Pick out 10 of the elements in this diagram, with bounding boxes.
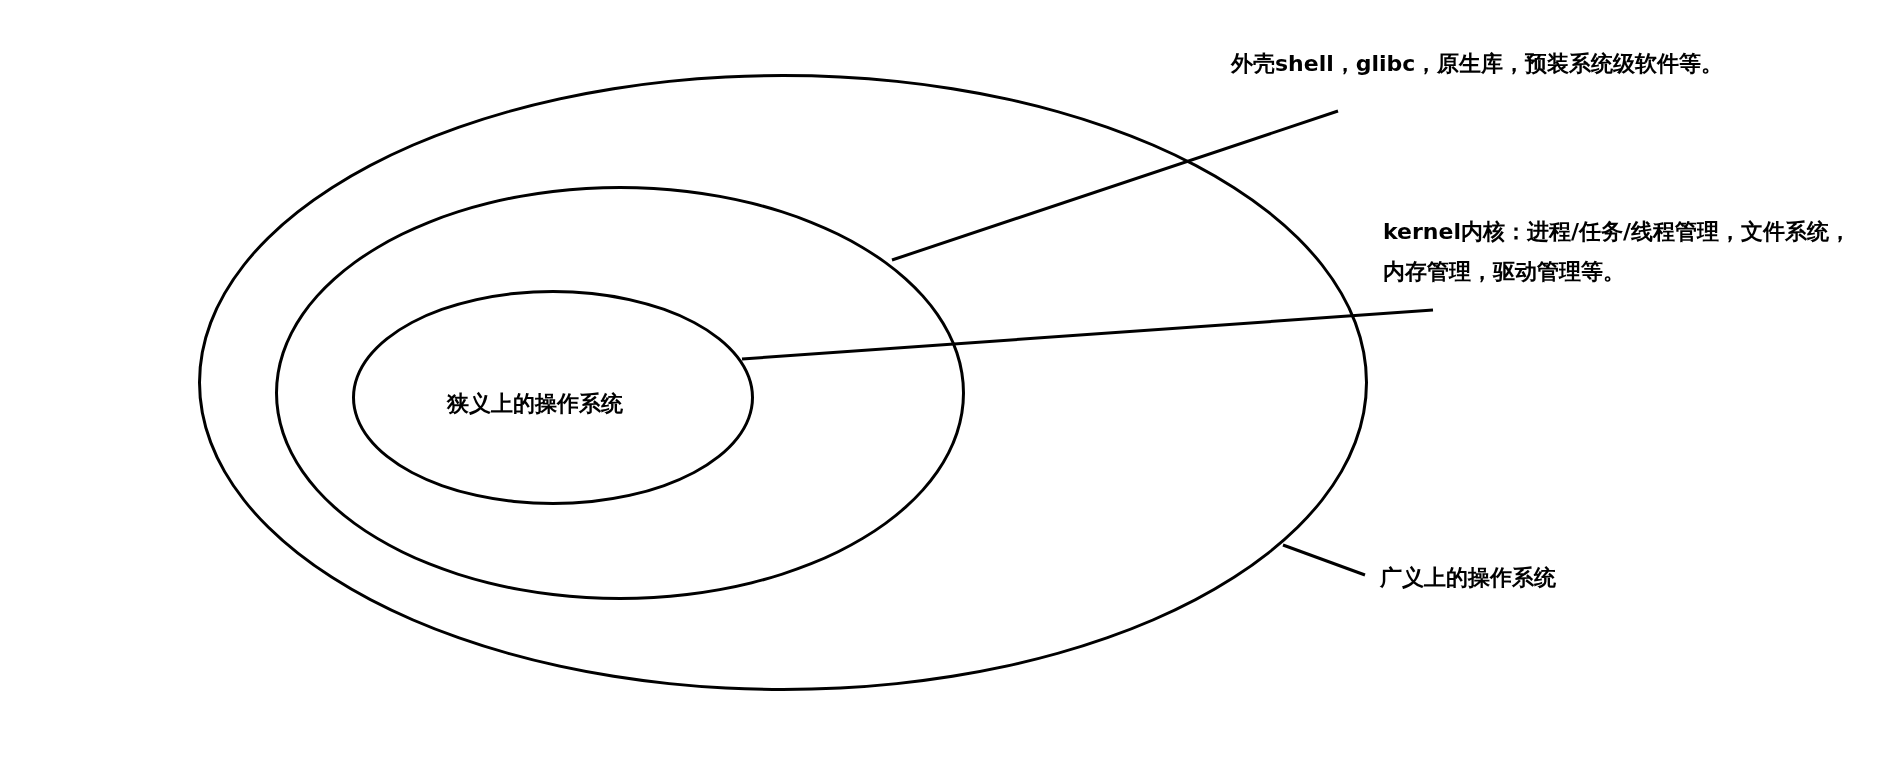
ellipse-label: 狭义上的操作系统 [447,389,623,418]
ellipse-outline [275,186,965,600]
leader-line [1282,543,1366,577]
leader-line [741,308,1434,361]
ellipse-outline [352,290,754,505]
ellipse-outline [198,74,1368,691]
callout-text: kernel内核：进程/任务/线程管理，文件系统，内存管理，驱动管理等。 [1383,212,1869,292]
callout-text: 广义上的操作系统 [1380,558,1680,598]
callout-text: 外壳shell，glibc，原生库，预装系统级软件等。 [1231,44,1831,84]
leader-line [891,109,1339,262]
